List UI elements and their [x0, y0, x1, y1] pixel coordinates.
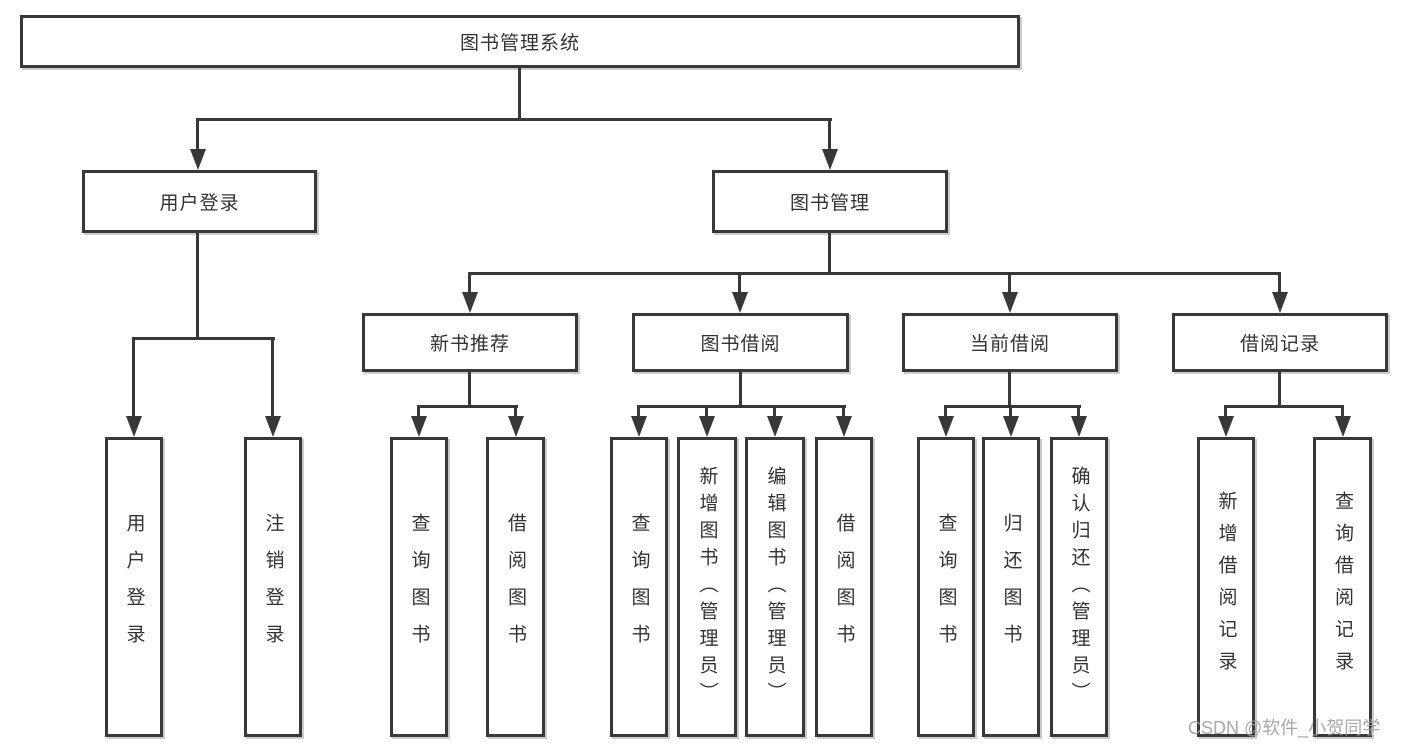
node-new-book-recommend: 新书推荐 [362, 313, 578, 372]
node-user-login: 用户登录 [105, 437, 163, 737]
node-label: 新增图书（管理员） [696, 465, 718, 709]
connector-line [739, 372, 742, 408]
node-label: 用户登录 [159, 193, 240, 214]
arrow-down-icon [265, 416, 281, 437]
node-return-books: 归还图书 [982, 437, 1040, 737]
connector-line [133, 337, 275, 340]
connector-line [705, 405, 708, 419]
connector-line [944, 405, 947, 419]
arrow-down-icon [411, 416, 427, 437]
node-label: 新增借阅记录 [1215, 491, 1237, 683]
connector-line [637, 405, 846, 408]
node-label: 图书管理 [789, 193, 870, 214]
connector-line [1278, 372, 1281, 408]
connector-line [1008, 272, 1011, 297]
node-borrowing-records: 借阅记录 [1172, 313, 1388, 372]
connector-line [468, 372, 471, 408]
node-label: 借阅记录 [1239, 334, 1320, 355]
connector-line [271, 337, 274, 419]
node-query-books-borrowing: 查询图书 [610, 437, 668, 737]
node-label: 用户登录 [123, 513, 145, 661]
connector-line [637, 405, 640, 419]
arrow-down-icon [767, 416, 783, 437]
node-query-books-current: 查询图书 [917, 437, 975, 737]
arrow-down-icon [1002, 292, 1018, 313]
arrow-down-icon [1071, 416, 1087, 437]
node-borrow-books-recommend: 借阅图书 [486, 437, 545, 737]
node-root-library-system: 图书管理系统 [20, 15, 1020, 68]
node-book-management: 图书管理 [712, 170, 948, 233]
node-label: 查询图书 [408, 513, 430, 661]
arrow-down-icon [732, 292, 748, 313]
node-label: 查询图书 [628, 513, 650, 661]
node-current-borrowing: 当前借阅 [902, 313, 1118, 372]
connector-line [468, 272, 471, 297]
connector-line [944, 405, 1081, 408]
connector-line [196, 118, 199, 152]
arrow-down-icon [190, 149, 206, 170]
node-label: 查询借阅记录 [1332, 491, 1353, 683]
connector-line [417, 405, 420, 419]
arrow-down-icon [1218, 416, 1234, 437]
node-label: 注销登录 [262, 513, 284, 661]
node-confirm-return-admin: 确认归还（管理员） [1050, 437, 1108, 737]
connector-line [514, 405, 517, 419]
node-edit-books-admin: 编辑图书（管理员） [745, 437, 805, 737]
connector-line [197, 118, 832, 121]
connector-line [773, 405, 776, 419]
node-label: 借阅图书 [505, 513, 526, 661]
arrow-down-icon [1335, 416, 1351, 437]
arrow-down-icon [822, 149, 838, 170]
connector-line [196, 233, 199, 340]
node-logout: 注销登录 [244, 437, 302, 737]
node-label: 归还图书 [1000, 513, 1022, 661]
connector-line [1077, 405, 1080, 419]
arrow-down-icon [508, 416, 524, 437]
node-user-login-group: 用户登录 [82, 170, 317, 233]
node-borrow-books: 借阅图书 [815, 437, 873, 737]
connector-line [1008, 372, 1011, 408]
node-label: 新书推荐 [429, 334, 510, 355]
node-label: 编辑图书（管理员） [764, 465, 786, 709]
connector-line [842, 405, 845, 419]
node-add-books-admin: 新增图书（管理员） [677, 437, 737, 737]
connector-line [1278, 272, 1281, 297]
connector-line [1341, 405, 1344, 419]
arrow-down-icon [462, 292, 478, 313]
arrow-down-icon [631, 416, 647, 437]
arrow-down-icon [836, 416, 852, 437]
node-label: 确认归还（管理员） [1068, 465, 1090, 709]
node-label: 图书借阅 [700, 334, 781, 355]
connector-line [1224, 405, 1344, 408]
arrow-down-icon [938, 416, 954, 437]
arrow-down-icon [699, 416, 715, 437]
arrow-down-icon [1003, 416, 1019, 437]
connector-line [132, 337, 135, 419]
connector-line [738, 272, 741, 297]
connector-line [1009, 405, 1012, 419]
csdn-watermark: CSDN @软件_小贺同学 [1188, 718, 1381, 738]
node-label: 查询图书 [935, 513, 957, 661]
arrow-down-icon [126, 416, 142, 437]
connector-line [828, 118, 831, 152]
node-label: 借阅图书 [833, 513, 855, 661]
connector-line [468, 272, 1281, 275]
connector-line [1224, 405, 1227, 419]
node-query-books-recommend: 查询图书 [390, 437, 448, 737]
node-book-borrowing: 图书借阅 [632, 313, 849, 372]
node-label: 当前借阅 [969, 334, 1050, 355]
node-add-borrow-record: 新增借阅记录 [1197, 437, 1255, 737]
connector-line [518, 68, 521, 121]
node-label: 图书管理系统 [459, 33, 580, 54]
node-query-borrow-record: 查询借阅记录 [1313, 437, 1372, 737]
connector-line [417, 405, 518, 408]
arrow-down-icon [1272, 292, 1288, 313]
connector-line [828, 233, 831, 275]
